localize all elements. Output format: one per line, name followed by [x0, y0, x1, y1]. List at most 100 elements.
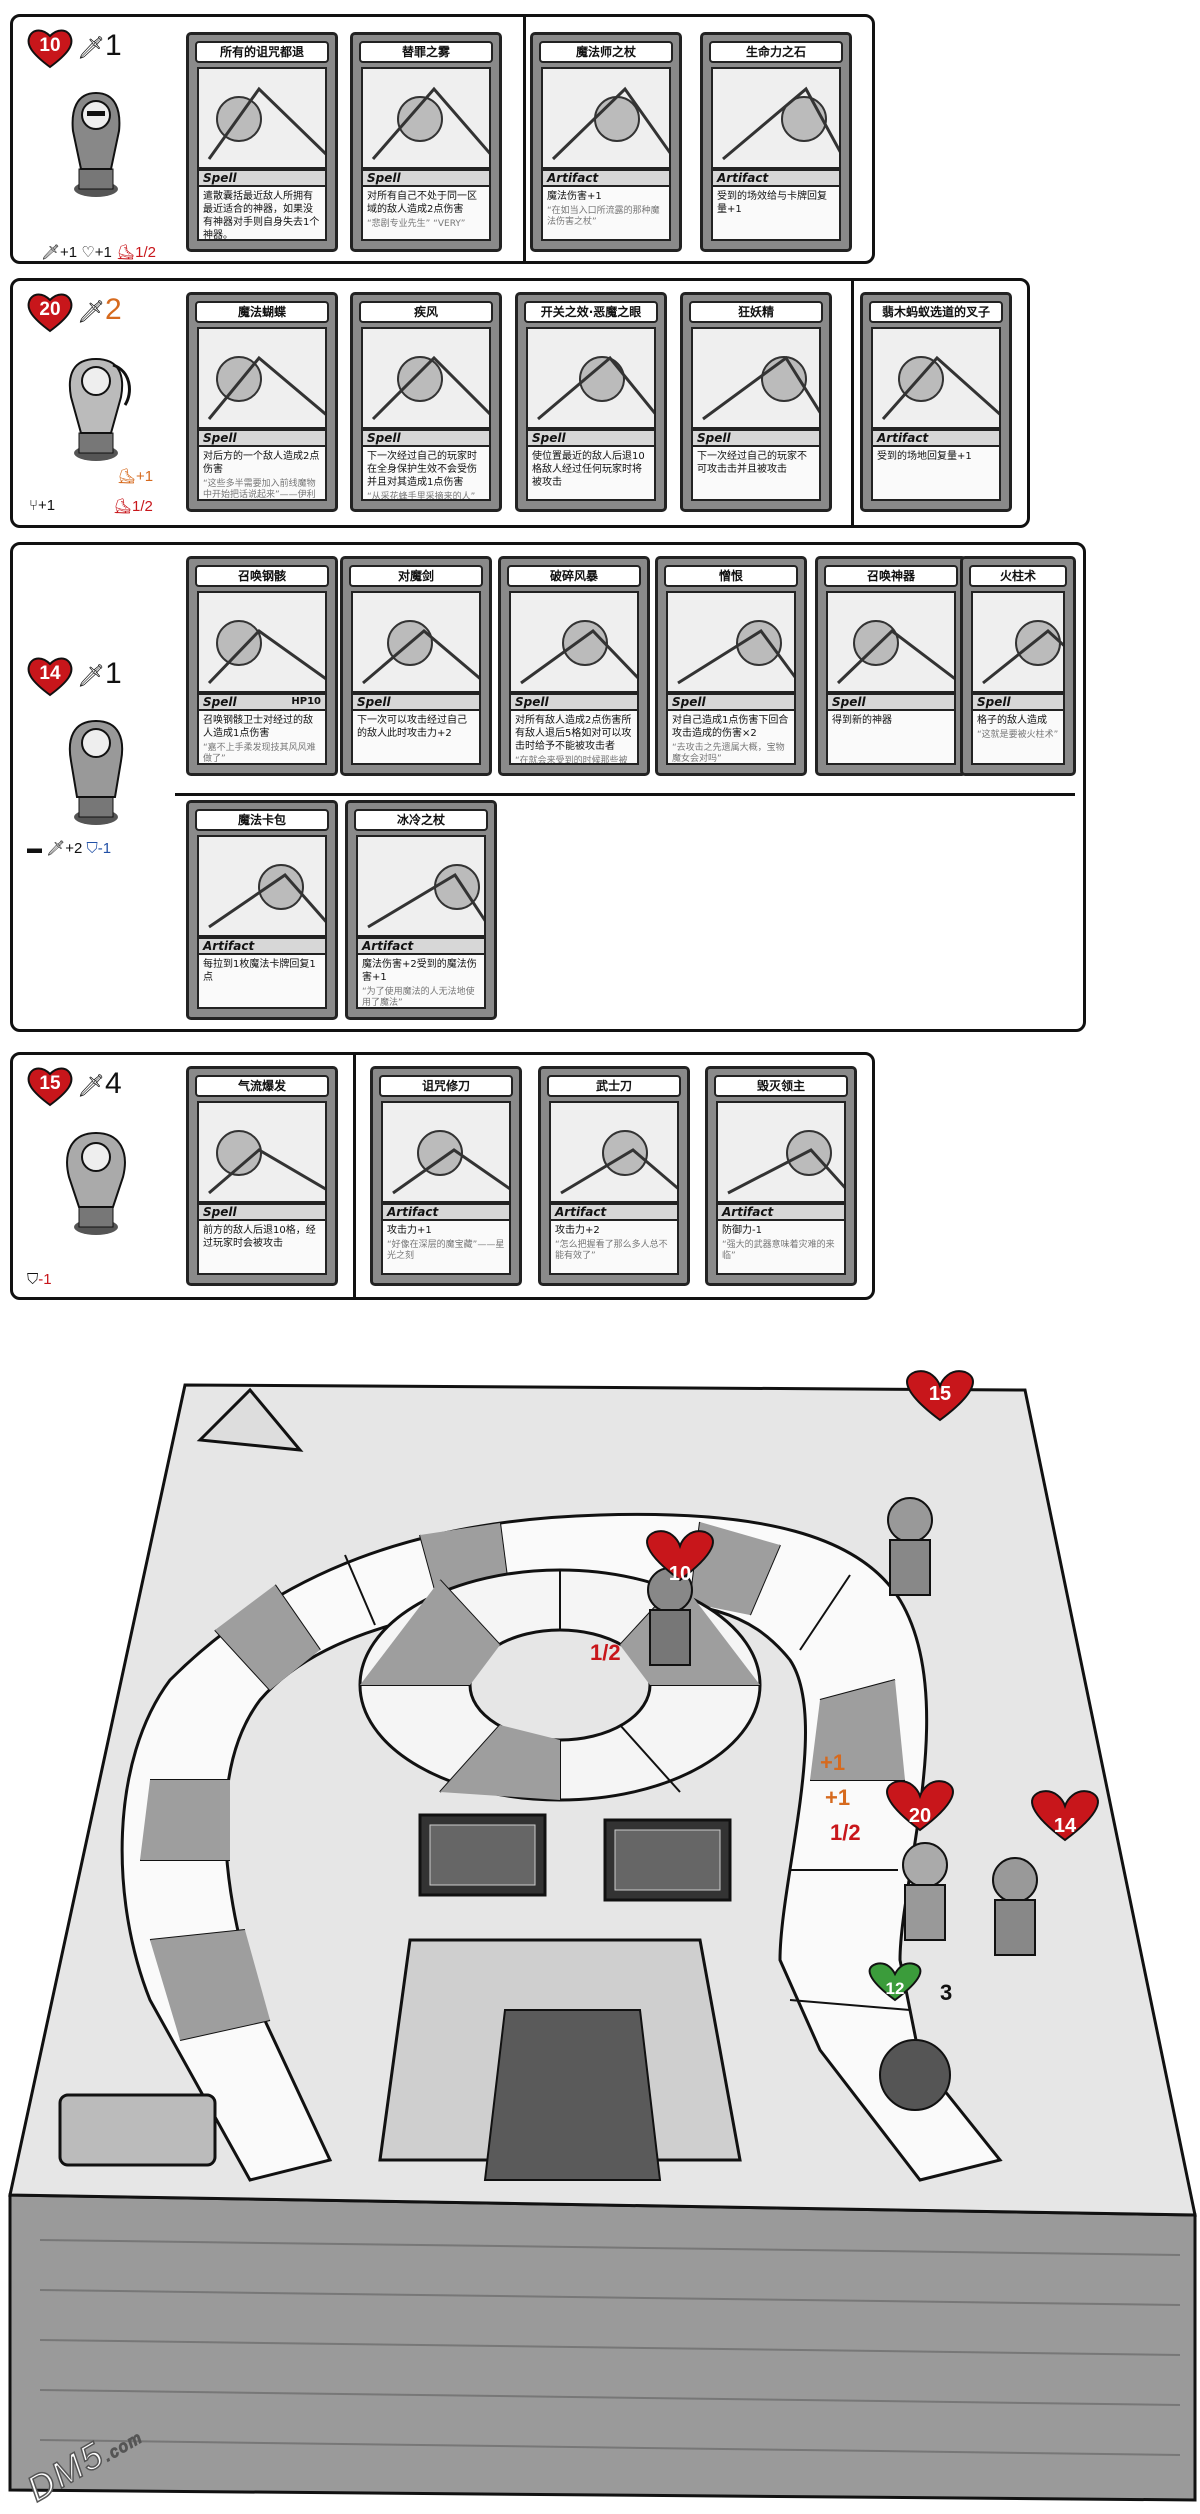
boot-half-label: 1/2 — [830, 1820, 861, 1845]
hp-value: 20 — [39, 299, 61, 320]
card-artwork — [716, 1101, 846, 1203]
green-heart-value: 12 — [886, 1979, 905, 1998]
shield-icon: ⛉ — [86, 840, 98, 857]
game-card: 气流爆发 Spell 前方的敌人后退10格，经过玩家时会被攻击 — [186, 1066, 338, 1286]
card-description: 每拉到1枚魔法卡牌回复1点 — [197, 955, 327, 1009]
stat-boot-half: ⛸1/2 — [113, 498, 153, 515]
character-figure — [51, 81, 141, 201]
boot-half-label: 1/2 — [590, 1640, 621, 1665]
card-type: Spell — [361, 429, 491, 447]
sword-icon: 🗡 — [77, 663, 105, 688]
stat-bonuses: ⛉-1 — [27, 1271, 52, 1288]
card-title: 毁灭领主 — [714, 1075, 848, 1097]
board-illustration: 15 10 20 14 12 3 1/2 +1 +1 1/2 — [8, 1370, 1197, 2502]
game-card: 火柱术 Spell 格子的敌人造成“这就是要被火柱术” — [960, 556, 1076, 776]
card-description: 下一次可以攻击经过自己的敌人此时攻击力+2 — [351, 711, 481, 765]
game-card: 对魔剑 Spell 下一次可以攻击经过自己的敌人此时攻击力+2 — [340, 556, 492, 776]
card-type: Spell — [826, 693, 956, 711]
sword-icon: 🗡 — [46, 840, 66, 857]
game-card: 狂妖精 Spell 下一次经过自己的玩家不可攻击击并且被攻击 — [680, 292, 832, 512]
card-type: Spell — [351, 693, 481, 711]
hp-heart-badge — [646, 1370, 1099, 2002]
card-title: 诅咒修刀 — [379, 1075, 513, 1097]
card-title: 狂妖精 — [689, 301, 823, 323]
card-description: 对自己造成1点伤害下回合攻击造成的伤害×2“去攻击之先遗属大概，宝物魔女会对吗” — [666, 711, 796, 765]
card-flavor-text: “嘉不上手柔发现技其风风难做了” — [203, 743, 316, 764]
card-type: Spell — [666, 693, 796, 711]
card-artwork — [197, 67, 327, 169]
heart-value-4: 14 — [1054, 1815, 1077, 1837]
card-description: 攻击力+2“怎么把握看了那么多人总不能有效了” — [549, 1221, 679, 1275]
attack-stat: 🗡1 — [77, 657, 122, 690]
card-flavor-text: “在如当入口所流露的那种魔法伤害之杖” — [547, 206, 660, 227]
card-artwork — [361, 327, 491, 429]
heart-icon: ♡ — [81, 244, 95, 261]
game-card: 召唤神器 Spell 得到新的神器 — [815, 556, 967, 776]
game-card: 魔法师之杖 Artifact 魔法伤害+1“在如当入口所流露的那种魔法伤害之杖” — [530, 32, 682, 252]
hp-heart-badge: 20 — [27, 291, 73, 333]
book-icon: ▬ — [27, 840, 42, 857]
card-title: 对魔剑 — [349, 565, 483, 587]
sword-icon: 🗡 — [77, 1073, 105, 1098]
boot-icon: ⛸ — [117, 468, 137, 485]
game-card: 魔法卡包 Artifact 每拉到1枚魔法卡牌回复1点 — [186, 800, 338, 1020]
card-description: 遣散囊括最近敌人所拥有最近适合的神器，如果没有神器对手则自身失去1个神器。“要想… — [197, 187, 327, 241]
card-artwork — [351, 591, 481, 693]
game-card: 憎恨 Spell 对自己造成1点伤害下回合攻击造成的伤害×2“去攻击之先遗属大概… — [655, 556, 807, 776]
card-title: 替罪之雾 — [359, 41, 493, 63]
card-title: 武士刀 — [547, 1075, 681, 1097]
card-description: 魔法伤害+1“在如当入口所流露的那种魔法伤害之杖” — [541, 187, 671, 241]
card-title: 破碎风暴 — [507, 565, 641, 587]
card-type: Spell — [971, 693, 1065, 711]
card-title: 魔法师之杖 — [539, 41, 673, 63]
card-type: Spell — [197, 429, 327, 447]
card-deck — [418, 1813, 732, 1902]
card-flavor-text: “悲剧专业先生” “VERY” — [367, 219, 466, 229]
card-artwork — [691, 327, 821, 429]
attack-stat: 🗡2 — [77, 293, 122, 326]
card-artwork — [541, 67, 671, 169]
game-card: 诅咒修刀 Artifact 攻击力+1“好像在深层的魔宝藏”——星光之刻 — [370, 1066, 522, 1286]
divider — [851, 281, 854, 525]
card-title: 开关之效·恶魔之眼 — [524, 301, 658, 323]
card-description: 对后方的一个敌人造成2点伤害“这些多半需要加入前线魔物中开始把话说起来”——伊利… — [197, 447, 327, 501]
card-artwork — [361, 67, 491, 169]
card-title: 生命力之石 — [709, 41, 843, 63]
card-type: Artifact — [541, 169, 671, 187]
hp-value: 14 — [39, 663, 61, 684]
card-artwork — [666, 591, 796, 693]
character-figure — [51, 345, 141, 465]
stat-boot-plus: ⛸+1 — [117, 468, 154, 485]
card-type: Artifact — [716, 1203, 846, 1221]
divider — [353, 1055, 356, 1297]
card-flavor-text: “去攻击之先遗属大概，宝物魔女会对吗” — [672, 743, 785, 764]
game-card: 魔法蝴蝶 Spell 对后方的一个敌人造成2点伤害“这些多半需要加入前线魔物中开… — [186, 292, 338, 512]
card-title: 憎恨 — [664, 565, 798, 587]
card-description: 对所有敌人造成2点伤害所有敌人退后5格如对可以攻击时给予不能被攻击者“在就会来受… — [509, 711, 639, 765]
card-title: 魔法蝴蝶 — [195, 301, 329, 323]
heart-value-1: 15 — [929, 1383, 951, 1405]
card-description: 对所有自己不处于同一区域的敌人造成2点伤害“悲剧专业先生” “VERY” — [361, 187, 491, 241]
card-title: 翡木蚂蚁选道的叉子 — [869, 301, 1003, 323]
card-artwork — [526, 327, 656, 429]
card-flavor-text: “好像在深层的魔宝藏”——星光之刻 — [387, 1240, 505, 1261]
game-card: 毁灭领主 Artifact 防御力-1“强大的武器意味着灾难的来临” — [705, 1066, 857, 1286]
boot-plus-label: +1 — [825, 1785, 850, 1810]
card-artwork — [711, 67, 841, 169]
game-card: 冰冷之杖 Artifact 魔法伤害+2受到的魔法伤害+1“为了使用魔法的人无法… — [345, 800, 497, 1020]
sword-plus-label: +1 — [820, 1750, 845, 1775]
card-artwork — [197, 591, 327, 693]
character-figure — [51, 1119, 141, 1239]
card-description: 魔法伤害+2受到的魔法伤害+1“为了使用魔法的人无法地使用了魔法” — [356, 955, 486, 1009]
heart-value-2: 10 — [669, 1563, 691, 1585]
card-description: 得到新的神器 — [826, 711, 956, 765]
card-description: 防御力-1“强大的武器意味着灾难的来临” — [716, 1221, 846, 1275]
card-type: Artifact — [356, 937, 486, 955]
card-type: Artifact — [381, 1203, 511, 1221]
card-title: 召唤钢骸 — [195, 565, 329, 587]
hp-heart-badge: 15 — [27, 1065, 73, 1107]
hp-heart-badge: 10 — [27, 27, 73, 69]
divider — [523, 17, 526, 261]
card-type: Artifact — [711, 169, 841, 187]
green-attack-value: 3 — [940, 1980, 952, 2005]
